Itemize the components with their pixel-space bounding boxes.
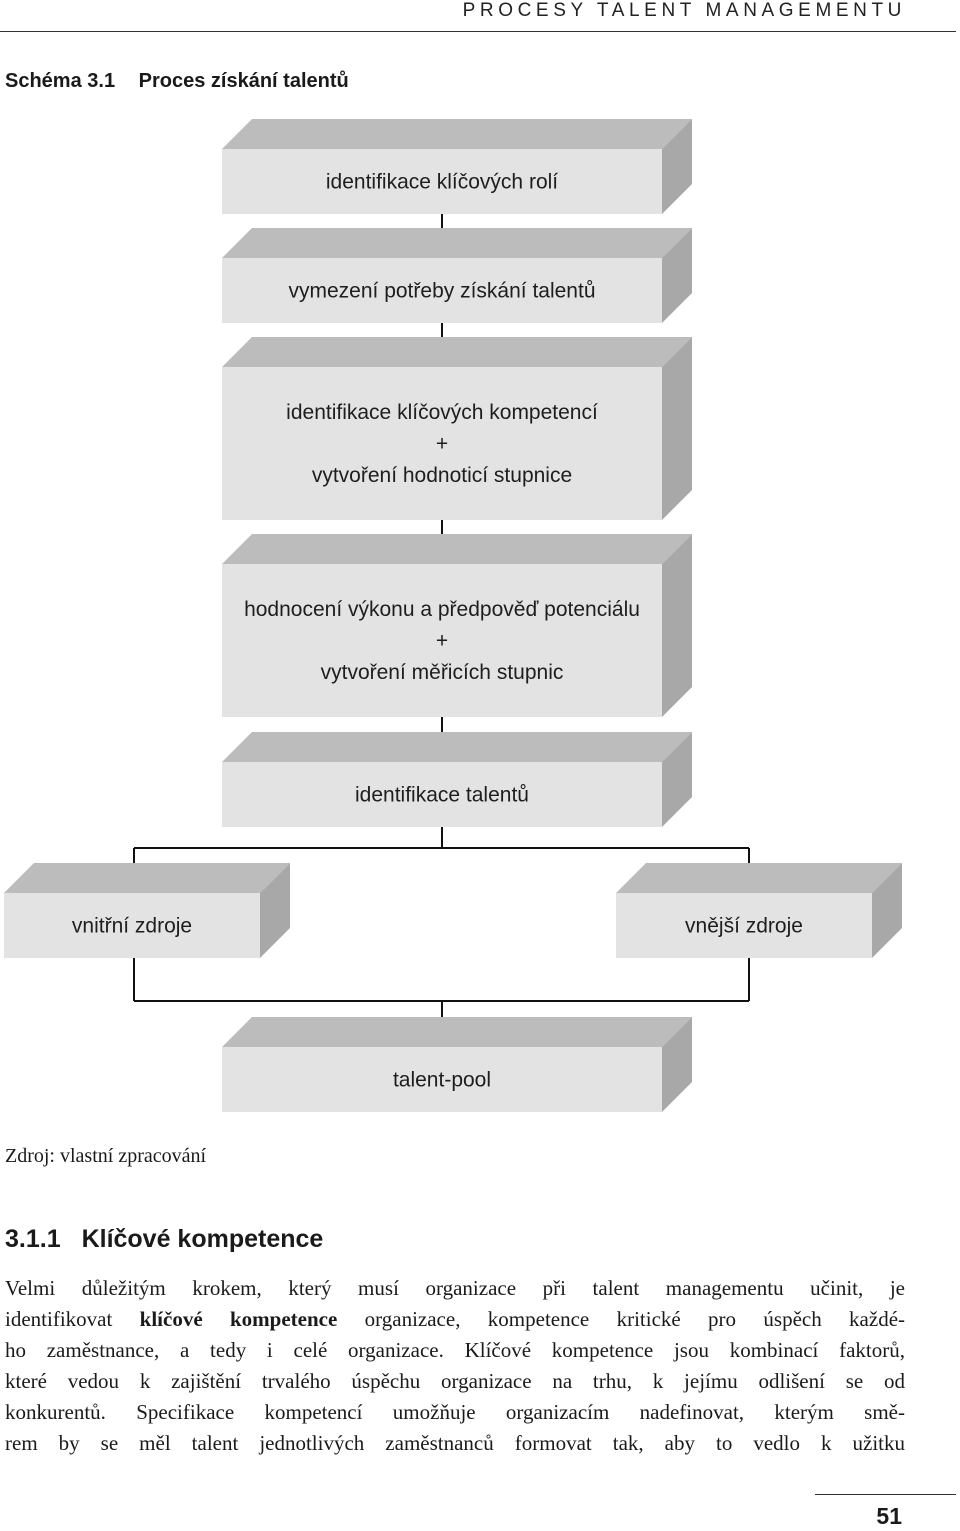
- body-emphasis: klíčové kompetence: [139, 1307, 338, 1331]
- body-line: rem by se měl talent jednotlivých zaměst…: [5, 1428, 905, 1459]
- footer-rule: [815, 1494, 956, 1495]
- body-line: ho zaměstnance, a tedy i celé organizace…: [5, 1335, 905, 1366]
- diagram-box-text: talent-pool: [393, 1069, 491, 1092]
- diagram-box-text: identifikace klíčových rolí: [326, 171, 558, 194]
- diagram-box-text: hodnocení výkonu a předpověď potenciálu: [244, 598, 640, 621]
- figure-label: Schéma 3.1: [5, 70, 116, 92]
- body-line: Velmi důležitým krokem, který musí organ…: [5, 1273, 905, 1304]
- diagram-box-text: +: [436, 433, 448, 456]
- process-step-box: hodnocení výkonu a předpověď potenciálu +…: [222, 534, 692, 717]
- body-line: konkurentů. Specifikace kompetencí umožň…: [5, 1397, 905, 1428]
- diagram-boxes: identifikace klíčových rolí vymezení potř…: [4, 119, 902, 1112]
- body-line: které vedou k zajištění trvalého úspěchu…: [5, 1366, 905, 1397]
- diagram-box-text: vymezení potřeby získání talentů: [289, 280, 596, 303]
- figure-title: Proces získání talentů: [138, 70, 349, 92]
- process-step-box: identifikace talentů: [222, 732, 692, 827]
- body-text-run: identifikovat: [5, 1307, 140, 1331]
- section-number: 3.1.1: [5, 1225, 61, 1253]
- process-step-box: identifikace klíčových kompetencí + vytvoř…: [222, 337, 692, 520]
- branch-box-external: vnější zdroje: [616, 863, 902, 958]
- diagram-box-text: +: [436, 630, 448, 653]
- diagram-box-text: vnitřní zdroje: [72, 915, 192, 938]
- process-diagram: identifikace klíčových rolí vymezení potř…: [4, 119, 902, 1112]
- process-step-box: vymezení potřeby získání talentů: [222, 228, 692, 323]
- body-text-run: rem by se měl talent jednotlivých zaměst…: [5, 1431, 905, 1455]
- process-step-box: identifikace klíčových rolí: [222, 119, 692, 214]
- diagram-box-text: vytvoření měřicích stupnic: [321, 661, 564, 684]
- body-text-run: konkurentů. Specifikace kompetencí umožň…: [5, 1400, 905, 1424]
- body-text-run: ho zaměstnance, a tedy i celé organizace…: [5, 1338, 905, 1362]
- figure-source: Zdroj: vlastní zpracování: [5, 1145, 207, 1167]
- body-line: identifikovat klíčové kompetence organiz…: [5, 1304, 905, 1335]
- figure-caption: Schéma 3.1 Proces získání talentů: [5, 68, 349, 94]
- diagram-box-text: vnější zdroje: [685, 915, 803, 938]
- diagram-box-text: identifikace talentů: [355, 784, 529, 807]
- diagram-box-text: identifikace klíčových kompetencí: [286, 401, 598, 424]
- page-number: 51: [876, 1503, 902, 1529]
- talent-pool-box: talent-pool: [222, 1017, 692, 1112]
- branch-box-internal: vnitřní zdroje: [4, 863, 290, 958]
- diagram-box-text: vytvoření hodnoticí stupnice: [312, 464, 572, 487]
- running-head: PROCESY TALENT MANAGEMENTU: [462, 0, 906, 21]
- section-heading: 3.1.1 Klíčové kompetence: [5, 1223, 323, 1255]
- section-title: Klíčové kompetence: [81, 1225, 324, 1253]
- body-paragraph: Velmi důležitým krokem, který musí organ…: [5, 1273, 905, 1459]
- body-text-run: které vedou k zajištění trvalého úspěchu…: [5, 1369, 905, 1393]
- header-rule: [0, 31, 956, 32]
- body-text-run: Velmi důležitým krokem, který musí organ…: [5, 1276, 905, 1300]
- body-text-run: organizace, kompetence kritické pro úspě…: [337, 1307, 906, 1331]
